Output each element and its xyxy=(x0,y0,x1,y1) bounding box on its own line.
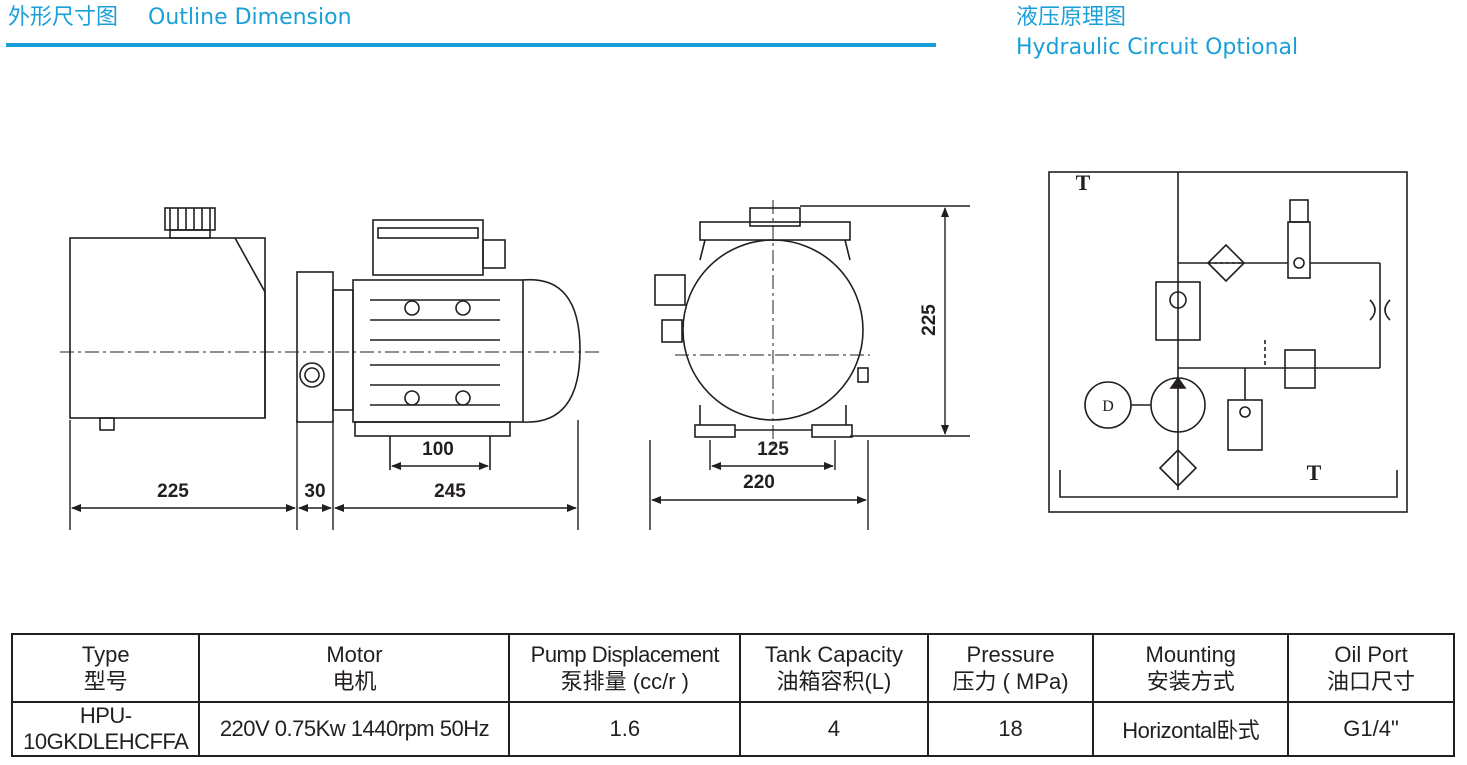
cell-pressure: 18 xyxy=(926,701,1095,757)
dim-overall-width: 220 xyxy=(743,472,775,493)
circuit-tank-label-bottom: T xyxy=(1307,460,1322,485)
orifice xyxy=(1369,299,1391,321)
outline-dimension-header: 外形尺寸图 Outline Dimension xyxy=(8,5,352,31)
throttle-valve xyxy=(1227,399,1263,451)
cell-motor: 220V 0.75Kw 1440rpm 50Hz xyxy=(198,701,511,757)
side-dimensions xyxy=(69,420,579,530)
suction-filter xyxy=(1158,448,1198,488)
hydraulic-circuit xyxy=(1048,171,1408,513)
circuit-title-cn: 液压原理图 xyxy=(1016,5,1127,30)
cell-mounting: Horizontal卧式 xyxy=(1092,701,1290,757)
motor-symbol-letter: D xyxy=(1102,398,1114,415)
return-filter xyxy=(1206,243,1246,283)
circuit-title-en: Hydraulic Circuit Optional xyxy=(1016,35,1299,61)
circuit-tank-label-top: T xyxy=(1076,170,1091,195)
outline-drawings: 225 30 245 100 220 125 225 xyxy=(60,170,1408,530)
drain-plug xyxy=(99,417,115,431)
header-rule xyxy=(6,43,936,47)
dim-motor-length: 245 xyxy=(434,481,466,502)
end-view xyxy=(654,200,870,450)
solenoid-valve xyxy=(1287,221,1311,279)
cell-type: HPU-10GKDLEHCFFA xyxy=(10,701,201,757)
dim-tank-foot-spacing: 125 xyxy=(757,439,789,460)
relief-valve xyxy=(1284,349,1316,389)
check-valve xyxy=(1155,281,1201,341)
spec-data-row: HPU-10GKDLEHCFFA 220V 0.75Kw 1440rpm 50H… xyxy=(10,701,1455,757)
side-view xyxy=(60,207,600,470)
cell-tank-capacity: 4 xyxy=(739,701,929,757)
dim-motor-foot-spacing: 100 xyxy=(422,439,454,460)
hydraulic-circuit-header: 液压原理图 Hydraulic Circuit Optional xyxy=(1016,5,1298,62)
filler-cap xyxy=(164,207,216,231)
outline-title-en: Outline Dimension xyxy=(148,5,352,30)
motor-body xyxy=(352,279,524,423)
tank-body xyxy=(69,237,266,419)
pump-flange xyxy=(296,271,334,423)
dim-flange-width: 30 xyxy=(304,481,325,502)
outline-title-cn: 外形尺寸图 xyxy=(8,5,119,30)
cell-pump-displacement: 1.6 xyxy=(508,701,742,757)
dim-overall-height: 225 xyxy=(919,304,940,336)
tank-line xyxy=(1059,470,1398,498)
end-dimensions xyxy=(649,205,970,530)
dim-tank-length: 225 xyxy=(157,481,189,502)
circuit-frame xyxy=(1048,171,1408,513)
cell-oil-port: G1/4" xyxy=(1287,701,1455,757)
